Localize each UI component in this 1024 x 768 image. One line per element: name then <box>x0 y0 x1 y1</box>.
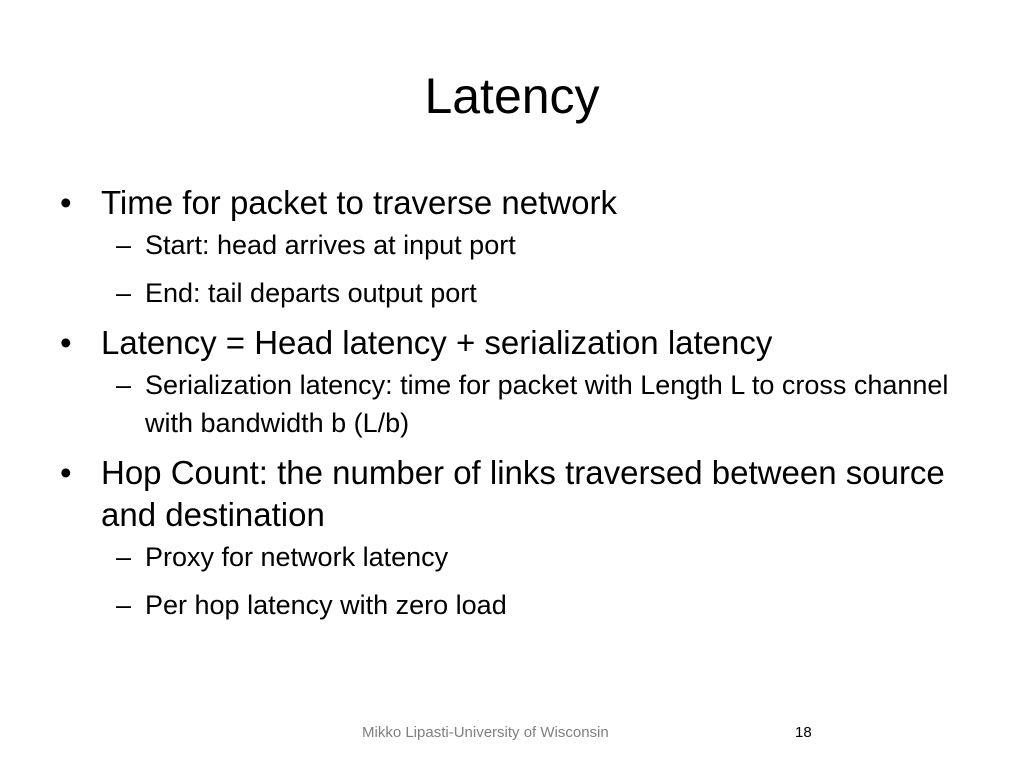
bullet-text: Latency = Head latency + serialization l… <box>101 324 773 361</box>
footer-text: Mikko Lipasti-University of Wisconsin <box>362 724 609 741</box>
sub-bullet-list: – Serialization latency: time for packet… <box>101 366 960 442</box>
sub-bullet-text: End: tail departs output port <box>145 278 477 308</box>
dash-icon: – <box>116 278 132 308</box>
bullet-item: • Hop Count: the number of links travers… <box>60 452 960 624</box>
bullet-icon: • <box>60 454 72 491</box>
slide-footer: Mikko Lipasti-University of Wisconsin 18 <box>0 722 1024 744</box>
dash-icon: – <box>116 230 132 260</box>
bullet-text: Time for packet to traverse network <box>101 184 617 221</box>
sub-bullet-list: – Proxy for network latency – Per hop la… <box>101 538 960 624</box>
sub-bullet-text: Start: head arrives at input port <box>145 230 516 260</box>
page-number: 18 <box>795 724 812 741</box>
sub-bullet-item: – Per hop latency with zero load <box>101 586 960 624</box>
sub-bullet-item: – Serialization latency: time for packet… <box>101 366 960 442</box>
slide-title: Latency <box>424 68 600 124</box>
sub-bullet-item: – Proxy for network latency <box>101 538 960 576</box>
bullet-item: • Time for packet to traverse network – … <box>60 182 960 312</box>
sub-bullet-text: Proxy for network latency <box>145 542 449 572</box>
sub-bullet-list: – Start: head arrives at input port – En… <box>101 226 960 312</box>
sub-bullet-item: – Start: head arrives at input port <box>101 226 960 264</box>
sub-bullet-text: Serialization latency: time for packet w… <box>145 370 949 438</box>
dash-icon: – <box>116 542 132 572</box>
sub-bullet-text: Per hop latency with zero load <box>145 590 507 620</box>
bullet-icon: • <box>60 184 72 221</box>
bullet-icon: • <box>60 324 72 361</box>
bullet-item: • Latency = Head latency + serialization… <box>60 322 960 442</box>
dash-icon: – <box>116 590 132 620</box>
bullet-list: • Time for packet to traverse network – … <box>60 182 960 634</box>
bullet-text: Hop Count: the number of links traversed… <box>101 454 945 533</box>
sub-bullet-item: – End: tail departs output port <box>101 274 960 312</box>
dash-icon: – <box>116 370 132 400</box>
